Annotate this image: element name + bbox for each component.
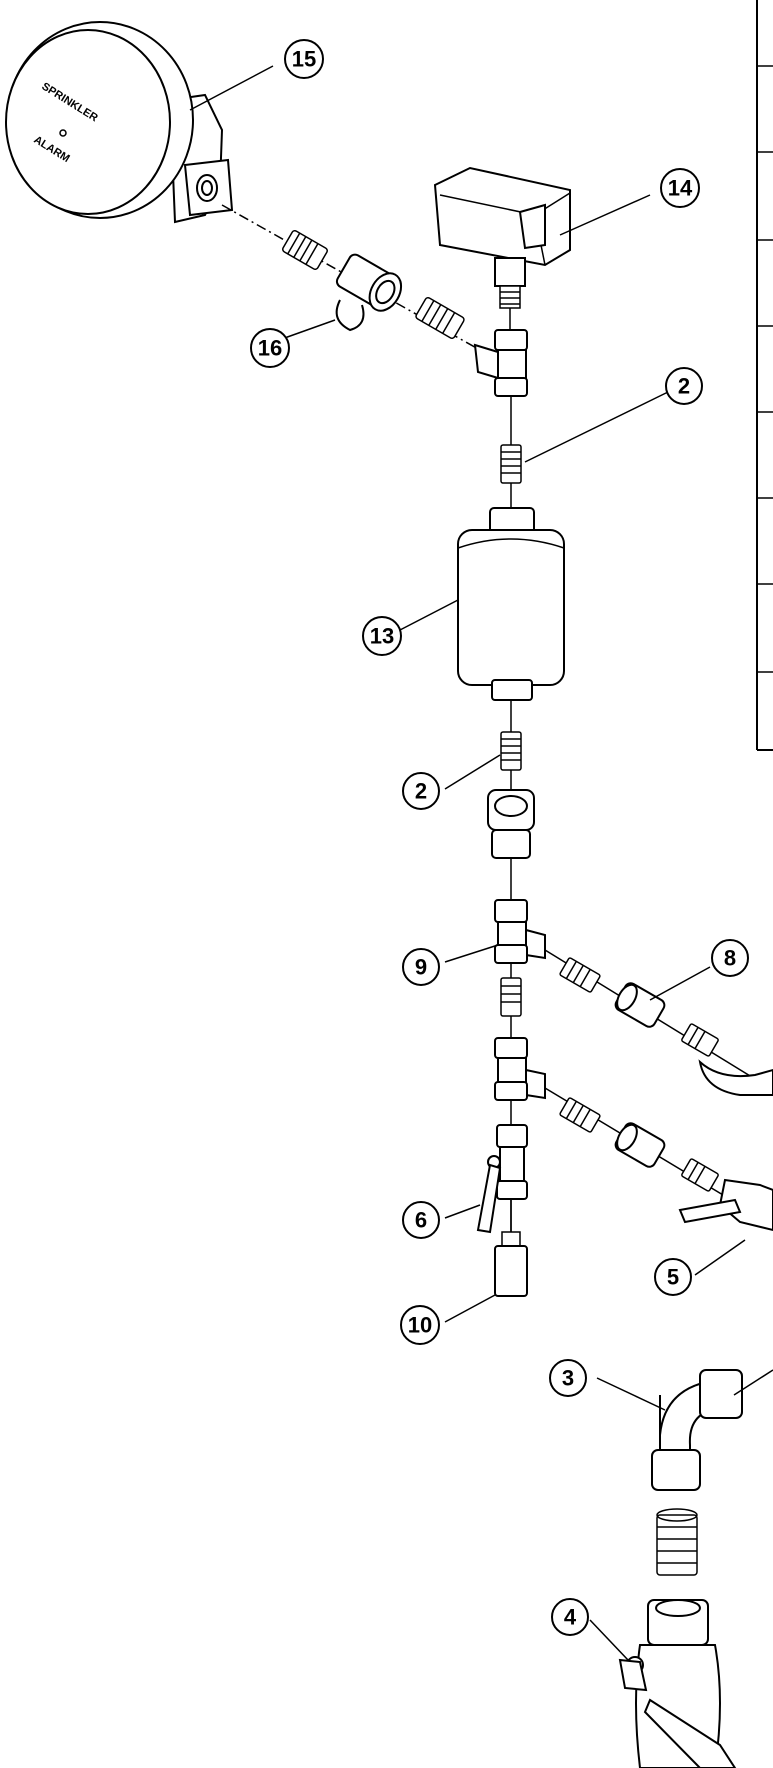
upper-tee xyxy=(473,308,528,397)
callout-6-label: 6 xyxy=(415,1208,427,1233)
callout-4: 4 xyxy=(551,1598,589,1636)
callout-5-label: 5 xyxy=(667,1265,679,1290)
callout-14-label: 14 xyxy=(668,176,693,201)
pressure-switch xyxy=(433,166,571,309)
callout-13: 13 xyxy=(362,616,402,656)
upper-nipple xyxy=(500,444,522,484)
sprinkler-alarm-bell: SPRINKLER ALARM xyxy=(5,21,234,224)
pipe-elbow xyxy=(651,1369,743,1491)
drain-ball-valve xyxy=(476,1124,528,1234)
elbow-nipple xyxy=(656,1508,698,1576)
callout-5: 5 xyxy=(654,1258,692,1296)
callout-10-label: 10 xyxy=(408,1313,432,1338)
callout-15-label: 15 xyxy=(292,47,316,72)
callout-2-lower: 2 xyxy=(402,772,440,810)
callout-16: 16 xyxy=(250,328,290,368)
callout-3: 3 xyxy=(549,1359,587,1397)
callout-2-lower-label: 2 xyxy=(415,779,427,804)
callout-13-label: 13 xyxy=(370,624,394,649)
parts-table-edge xyxy=(756,0,773,751)
callout-9-label: 9 xyxy=(415,955,427,980)
callout-3-label: 3 xyxy=(562,1366,574,1391)
callout-10: 10 xyxy=(400,1305,440,1345)
leader-lines xyxy=(189,65,773,1661)
upper-branch-fittings xyxy=(544,949,773,1096)
callout-15: 15 xyxy=(284,39,324,79)
callout-14: 14 xyxy=(660,168,700,208)
main-ball-valve xyxy=(618,1599,737,1768)
lower-nipple xyxy=(500,731,522,771)
middle-tee xyxy=(494,899,546,1017)
callout-16-label: 16 xyxy=(258,336,282,361)
callout-9: 9 xyxy=(402,948,440,986)
lower-tee xyxy=(494,1037,546,1101)
callout-8-label: 8 xyxy=(724,946,736,971)
retard-chamber-cylinder xyxy=(457,507,565,701)
lower-branch-fittings xyxy=(544,1087,773,1232)
union-fitting xyxy=(487,789,535,859)
callout-8: 8 xyxy=(711,939,749,977)
callout-2-upper: 2 xyxy=(665,367,703,405)
alarm-line-fittings xyxy=(282,229,465,340)
callout-4-label: 4 xyxy=(564,1605,577,1630)
callout-6: 6 xyxy=(402,1201,440,1239)
drain-cap xyxy=(494,1199,528,1297)
callout-2-upper-label: 2 xyxy=(678,374,690,399)
